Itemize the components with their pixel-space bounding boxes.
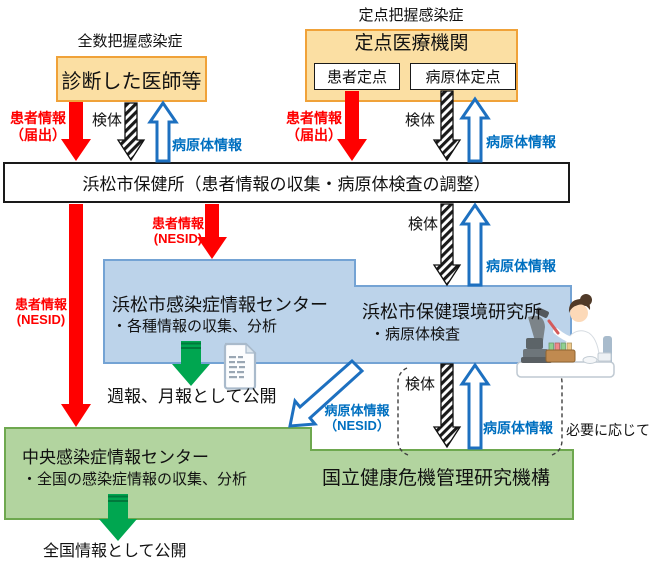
- label-specimen-top-left: 検体: [92, 112, 123, 129]
- box-health-center: 浜松市保健所（患者情報の収集・病原体検査の調整）: [3, 162, 570, 203]
- env-institute-desc: ・病原体検査: [370, 326, 461, 343]
- label-patient-report-left: 患者情報 （届出）: [10, 110, 66, 143]
- label-patient-report-right: 患者情報 （届出）: [286, 110, 342, 143]
- env-institute-title: 浜松市保健環境研究所: [362, 302, 542, 322]
- label-specimen-mid: 検体: [408, 216, 439, 233]
- arrow-pathogen-mid: [459, 202, 491, 287]
- central-center-title: 中央感染症情報センター: [22, 448, 209, 467]
- label-weekly-publish: 週報、月報として公開: [107, 387, 277, 406]
- central-center-desc: ・全国の感染症情報の収集、分析: [22, 471, 248, 488]
- box-pathogen-sentinel: 病原体定点: [410, 63, 516, 90]
- label-pathogen-top-right: 病原体情報: [486, 134, 556, 150]
- arrow-national-publish: [99, 494, 137, 541]
- label-specimen-top-right: 検体: [405, 112, 436, 129]
- document-icon: [223, 342, 257, 390]
- box-health-center-label: 浜松市保健所（患者情報の収集・病原体検査の調整）: [82, 175, 491, 194]
- box-patient-sentinel-label: 患者定点: [326, 69, 387, 86]
- label-as-needed: 必要に応じて: [566, 422, 650, 438]
- info-center-title: 浜松市感染症情報センター: [112, 295, 328, 315]
- info-center-desc: ・各種情報の収集、分析: [112, 318, 278, 335]
- box-diagnosing-doctors: 診断した医師等: [56, 56, 207, 102]
- box-sentinel-medical-label: 定点医療機関: [354, 33, 469, 54]
- box-pathogen-sentinel-label: 病原体定点: [425, 69, 501, 86]
- label-surveillance-all: 全数把握感染症: [77, 33, 183, 50]
- label-pathogen-low: 病原体情報: [483, 420, 553, 436]
- label-pathogen-mid: 病原体情報: [486, 258, 556, 274]
- arrow-specimen-low: [432, 363, 462, 449]
- label-pathogen-top-left: 病原体情報: [172, 137, 242, 153]
- dashed-bracket-right: [551, 367, 563, 456]
- label-patient-nesid-left: 患者情報 (NESID): [14, 297, 67, 328]
- label-surveillance-sentinel: 定点把握感染症: [358, 7, 464, 24]
- label-specimen-low: 検体: [405, 376, 436, 393]
- national-org-label: 国立健康危機管理研究機構: [322, 468, 551, 489]
- arrow-weekly-publish: [172, 341, 210, 386]
- box-diagnosing-doctors-label: 診断した医師等: [61, 70, 202, 93]
- label-pathogen-nesid: 病原体情報 （NESID）: [324, 403, 390, 434]
- arrow-pathogen-top-right: [459, 96, 491, 163]
- box-patient-sentinel: 患者定点: [314, 63, 400, 90]
- label-national-publish: 全国情報として公開: [43, 543, 187, 560]
- label-patient-nesid-mid: 患者情報 (NESID): [151, 216, 204, 247]
